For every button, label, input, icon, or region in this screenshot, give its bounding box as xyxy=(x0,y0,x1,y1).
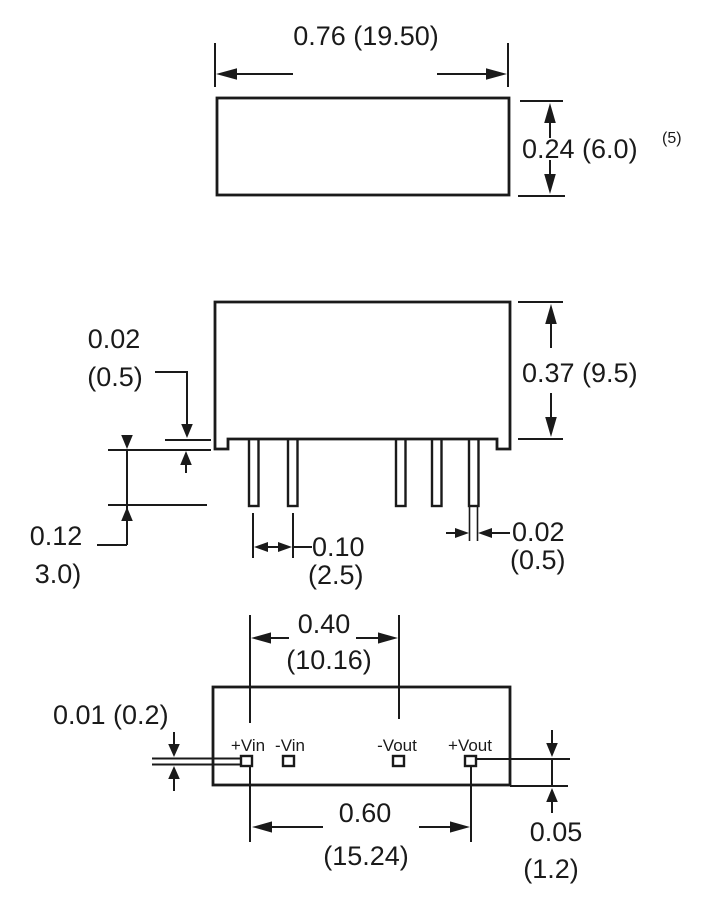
footnote-marker: (5) xyxy=(662,130,682,147)
pin-width-dim-inches: 0.02 xyxy=(512,517,565,547)
pin-pitch-dim-mm: (2.5) xyxy=(308,560,364,590)
pin-label-vin-plus: +Vin xyxy=(231,736,265,755)
pin-length-dim-mm: 3.0) xyxy=(35,559,82,589)
top-view: 0.76 (19.50) 0.24 (6.0) (5) xyxy=(214,21,682,197)
down-arrowhead-icon xyxy=(181,424,193,438)
up-arrowhead-icon xyxy=(545,304,557,324)
pad-to-edge-inches: 0.05 xyxy=(530,817,583,847)
pad xyxy=(281,754,296,768)
pad-to-edge-dimension: 0.05 (1.2) xyxy=(476,730,582,884)
outer-span-mm: (15.24) xyxy=(323,841,409,871)
pad-to-edge-mm: (1.2) xyxy=(523,854,579,884)
down-arrowhead-icon xyxy=(168,744,180,757)
down-arrowhead-icon xyxy=(546,743,558,757)
right-arrowhead-icon xyxy=(378,632,398,644)
pin-label-vin-minus: -Vin xyxy=(275,736,305,755)
left-arrowhead-icon xyxy=(252,821,272,833)
pin xyxy=(394,435,407,508)
top-view-body xyxy=(215,96,511,197)
side-view: 0.02 (0.5) 0.12 3.0) 0.37 (9.5) xyxy=(30,300,638,590)
left-arrowhead-icon xyxy=(254,542,268,552)
up-arrowhead-icon xyxy=(544,103,556,123)
lead-thickness-label: 0.01 (0.2) xyxy=(53,700,169,730)
bottom-view: 0.40 (10.16) +Vin -Vin -Vout +Vout 0.01 … xyxy=(53,609,582,884)
left-arrowhead-icon xyxy=(251,632,271,644)
standoff-dim-inches: 0.02 xyxy=(88,324,141,354)
left-arrowhead-icon xyxy=(216,68,237,80)
pin-length-dim-inches: 0.12 xyxy=(30,521,83,551)
pin-pitch-dim-inches: 0.10 xyxy=(312,532,365,562)
top-width-dimension: 0.76 (19.50) xyxy=(214,21,509,87)
right-arrowhead-icon xyxy=(450,821,470,833)
pin-label-vout-minus: -Vout xyxy=(377,736,417,755)
pin-length-dimension: 0.12 3.0) xyxy=(30,435,207,589)
pad xyxy=(239,754,254,768)
standoff-dimension: 0.02 (0.5) xyxy=(87,324,211,473)
top-height-dim-label: 0.24 (6.0) xyxy=(522,134,638,164)
inner-span-mm: (10.16) xyxy=(286,645,372,675)
outer-span-dimension: 0.60 (15.24) xyxy=(249,766,472,871)
up-arrowhead-icon xyxy=(121,507,133,521)
lead-thickness-dimension: 0.01 (0.2) xyxy=(53,700,241,791)
pin xyxy=(247,435,260,508)
pin xyxy=(430,435,443,508)
up-arrowhead-icon xyxy=(168,766,180,779)
inner-span-inches: 0.40 xyxy=(298,609,351,639)
outer-span-inches: 0.60 xyxy=(339,798,392,828)
standoff-dim-mm: (0.5) xyxy=(87,362,143,392)
right-arrowhead-icon xyxy=(278,542,292,552)
top-height-dimension: 0.24 (6.0) (5) xyxy=(518,100,682,197)
inner-span-dimension: 0.40 (10.16) xyxy=(249,609,400,723)
up-arrowhead-icon xyxy=(180,451,192,465)
bottom-view-body xyxy=(211,685,512,787)
pin-width-dim-mm: (0.5) xyxy=(510,545,566,575)
pin xyxy=(467,435,480,508)
down-arrowhead-icon xyxy=(121,435,133,449)
side-height-dimension: 0.37 (9.5) xyxy=(518,301,638,440)
pin-label-vout-plus: +Vout xyxy=(448,736,492,755)
solder-pads: +Vin -Vin -Vout +Vout xyxy=(231,736,492,768)
left-arrowhead-icon xyxy=(478,528,492,538)
pin-width-dimension: 0.02 (0.5) xyxy=(446,517,566,575)
right-arrowhead-icon xyxy=(486,68,507,80)
down-arrowhead-icon xyxy=(544,174,556,194)
pin-pitch-dimension: 0.10 (2.5) xyxy=(252,513,365,590)
down-arrowhead-icon xyxy=(545,417,557,437)
side-height-dim-label: 0.37 (9.5) xyxy=(522,358,638,388)
pin xyxy=(286,435,299,508)
up-arrowhead-icon xyxy=(546,788,558,802)
right-arrowhead-icon xyxy=(455,528,469,538)
pins xyxy=(247,435,480,541)
pad xyxy=(391,754,406,768)
pad xyxy=(463,754,478,768)
top-width-dim-label: 0.76 (19.50) xyxy=(293,21,439,51)
side-view-body xyxy=(213,300,512,451)
